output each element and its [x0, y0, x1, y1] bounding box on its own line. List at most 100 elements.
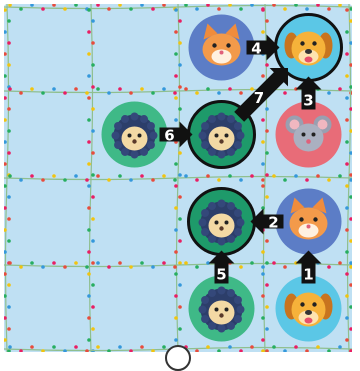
light-bulb — [7, 63, 11, 67]
light-bulb — [261, 294, 265, 298]
light-bulb — [195, 349, 199, 352]
light-bulb — [85, 349, 89, 352]
light-bulb — [19, 178, 23, 182]
light-bulb — [338, 174, 342, 178]
dog-token[interactable] — [276, 276, 342, 342]
light-bulb — [261, 178, 265, 182]
light-bulb — [91, 327, 95, 331]
light-bulb — [87, 316, 91, 320]
light-bulb — [4, 140, 7, 144]
light-bulb — [140, 174, 144, 178]
hedgehog-token[interactable] — [189, 276, 255, 342]
light-bulb — [74, 174, 78, 178]
light-bulb — [140, 345, 144, 349]
light-bulb — [87, 184, 91, 188]
light-bulb — [151, 178, 155, 182]
light-bulb — [184, 174, 188, 178]
light-bulb — [338, 345, 342, 349]
light-bulb — [261, 184, 265, 188]
light-bulb — [228, 174, 232, 178]
light-bulb — [228, 87, 232, 91]
light-bulb — [107, 178, 111, 182]
light-bulb — [178, 261, 182, 265]
light-bulb — [87, 74, 91, 78]
light-bulb — [261, 8, 265, 12]
light-bulb — [91, 107, 95, 111]
light-bulb — [7, 195, 11, 199]
light-bulb — [265, 283, 269, 287]
light-bulb — [41, 265, 45, 269]
light-bulb — [162, 345, 166, 349]
light-bulb — [107, 265, 111, 269]
light-bulb — [4, 294, 7, 298]
move-step-label: 4 — [251, 40, 261, 58]
light-bulb — [162, 87, 166, 91]
light-bulb — [261, 349, 265, 352]
light-bulb — [345, 294, 349, 298]
light-bulb — [151, 7, 155, 11]
light-bulb — [206, 345, 210, 349]
light-bulb — [239, 178, 243, 182]
light-bulb — [261, 140, 265, 144]
light-bulb — [272, 345, 276, 349]
light-bulb — [7, 327, 11, 331]
light-bulb — [87, 228, 91, 232]
light-bulb — [250, 174, 254, 178]
light-bulb — [305, 349, 309, 352]
cat-token[interactable] — [276, 189, 342, 255]
light-bulb — [345, 228, 349, 232]
light-bulb — [239, 349, 243, 352]
light-bulb — [349, 305, 352, 309]
light-bulb — [250, 261, 254, 265]
light-bulb — [52, 345, 56, 349]
game-board: 1234567 — [4, 4, 352, 352]
light-bulb — [30, 4, 34, 7]
light-bulb — [178, 217, 182, 221]
light-bulb — [345, 250, 349, 254]
hedgehog-token[interactable] — [189, 189, 255, 255]
light-bulb — [87, 294, 91, 298]
light-bulb — [345, 338, 349, 342]
light-bulb — [174, 184, 178, 188]
light-bulb — [91, 151, 95, 155]
light-bulb — [7, 107, 11, 111]
light-bulb — [174, 74, 178, 78]
light-bulb — [261, 338, 265, 342]
hedgehog-token[interactable] — [102, 102, 168, 168]
light-bulb — [140, 4, 144, 7]
light-bulb — [178, 239, 182, 243]
light-bulb — [91, 239, 95, 243]
light-bulb — [140, 87, 144, 91]
light-bulb — [261, 118, 265, 122]
light-bulb — [184, 261, 188, 265]
light-bulb — [91, 173, 95, 177]
light-bulb — [178, 305, 182, 309]
light-bulb — [151, 265, 155, 269]
light-bulb — [261, 272, 265, 276]
move-step-label: 1 — [303, 266, 313, 284]
light-bulb — [195, 91, 199, 95]
light-bulb — [91, 261, 95, 265]
light-bulb — [107, 91, 111, 95]
light-bulb — [96, 87, 100, 91]
light-bulb — [7, 283, 11, 287]
light-bulb — [272, 4, 276, 7]
move-step-label: 2 — [268, 214, 278, 232]
light-bulb — [283, 265, 287, 269]
light-bulb — [8, 345, 12, 349]
light-bulb — [265, 261, 269, 265]
cat-token[interactable] — [189, 15, 255, 81]
light-bulb — [96, 4, 100, 7]
light-bulb — [345, 74, 349, 78]
light-bulb — [87, 206, 91, 210]
light-bulb — [239, 7, 243, 11]
light-bulb — [41, 7, 45, 11]
light-bulb — [7, 129, 11, 133]
action-button[interactable] — [165, 345, 191, 371]
mouse-token[interactable] — [276, 102, 342, 168]
light-bulb — [349, 283, 352, 287]
light-bulb — [7, 151, 11, 155]
light-bulb — [63, 91, 67, 95]
light-bulb — [7, 305, 11, 309]
light-bulb — [178, 85, 182, 89]
